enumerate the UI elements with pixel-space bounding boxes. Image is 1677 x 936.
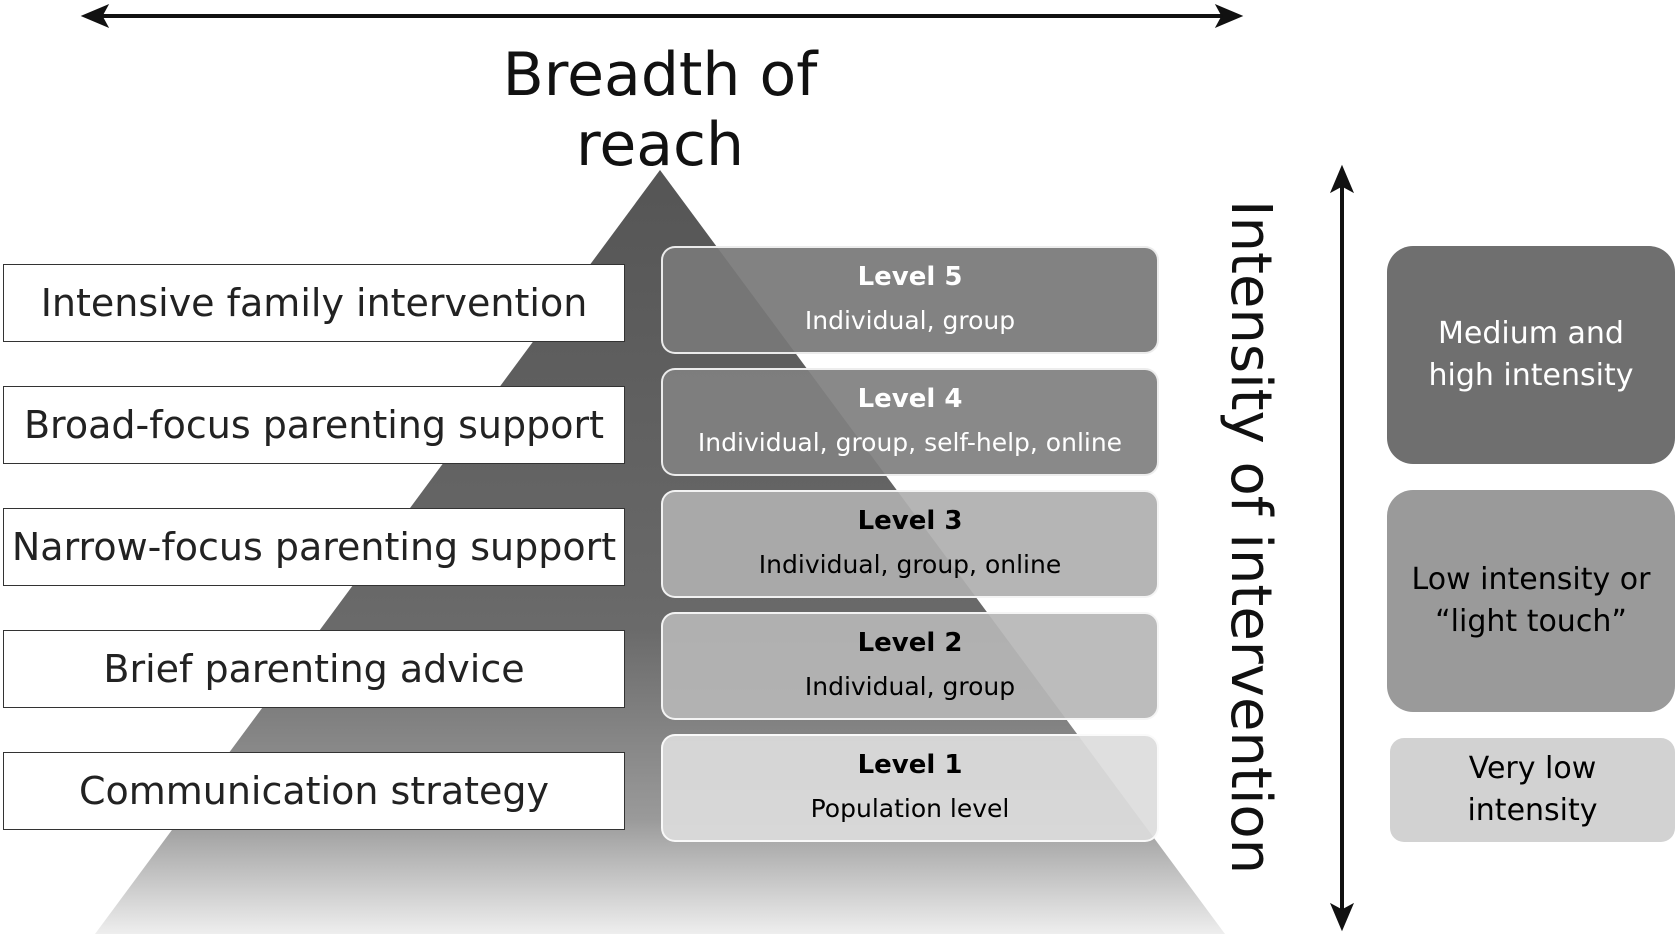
breadth-arrow (80, 3, 1244, 29)
level-5-name: Level 5 (857, 262, 963, 292)
level-1-delivery: Population level (810, 794, 1010, 823)
level-1-box: Level 1 Population level (661, 734, 1159, 842)
level-5-box: Level 5 Individual, group (661, 246, 1159, 354)
level-4-name: Level 4 (857, 384, 963, 414)
left-label-intensive-family-intervention: Intensive family intervention (3, 264, 625, 342)
breadth-of-reach-label: Breadth of reach (502, 40, 818, 180)
level-4-box: Level 4 Individual, group, self-help, on… (661, 368, 1159, 476)
level-5-delivery: Individual, group (804, 306, 1016, 335)
left-label-communication-strategy: Communication strategy (3, 752, 625, 830)
level-2-box: Level 2 Individual, group (661, 612, 1159, 720)
level-4-delivery: Individual, group, self-help, online (697, 428, 1123, 457)
intensity-box-very-low-label: Very low intensity (1467, 751, 1598, 828)
level-3-name: Level 3 (857, 506, 963, 536)
left-label-brief-parenting-advice: Brief parenting advice (3, 630, 625, 708)
intensity-of-intervention-label: Intensity of intervention (1218, 200, 1283, 875)
level-2-name: Level 2 (857, 628, 963, 658)
intensity-box-medium-high-label: Medium and high intensity (1428, 316, 1634, 393)
intensity-box-low-label: Low intensity or “light touch” (1411, 562, 1651, 639)
left-label-narrow-focus-parenting-support: Narrow-focus parenting support (3, 508, 625, 586)
left-label-broad-focus-parenting-support: Broad-focus parenting support (3, 386, 625, 464)
level-3-box: Level 3 Individual, group, online (661, 490, 1159, 598)
intensity-box-very-low: Very low intensity (1390, 738, 1675, 842)
level-2-delivery: Individual, group (804, 672, 1016, 701)
intensity-box-medium-high: Medium and high intensity (1387, 246, 1675, 464)
level-1-name: Level 1 (857, 750, 963, 780)
level-3-delivery: Individual, group, online (758, 550, 1062, 579)
intensity-box-low: Low intensity or “light touch” (1387, 490, 1675, 712)
intensity-arrow (1329, 164, 1355, 932)
